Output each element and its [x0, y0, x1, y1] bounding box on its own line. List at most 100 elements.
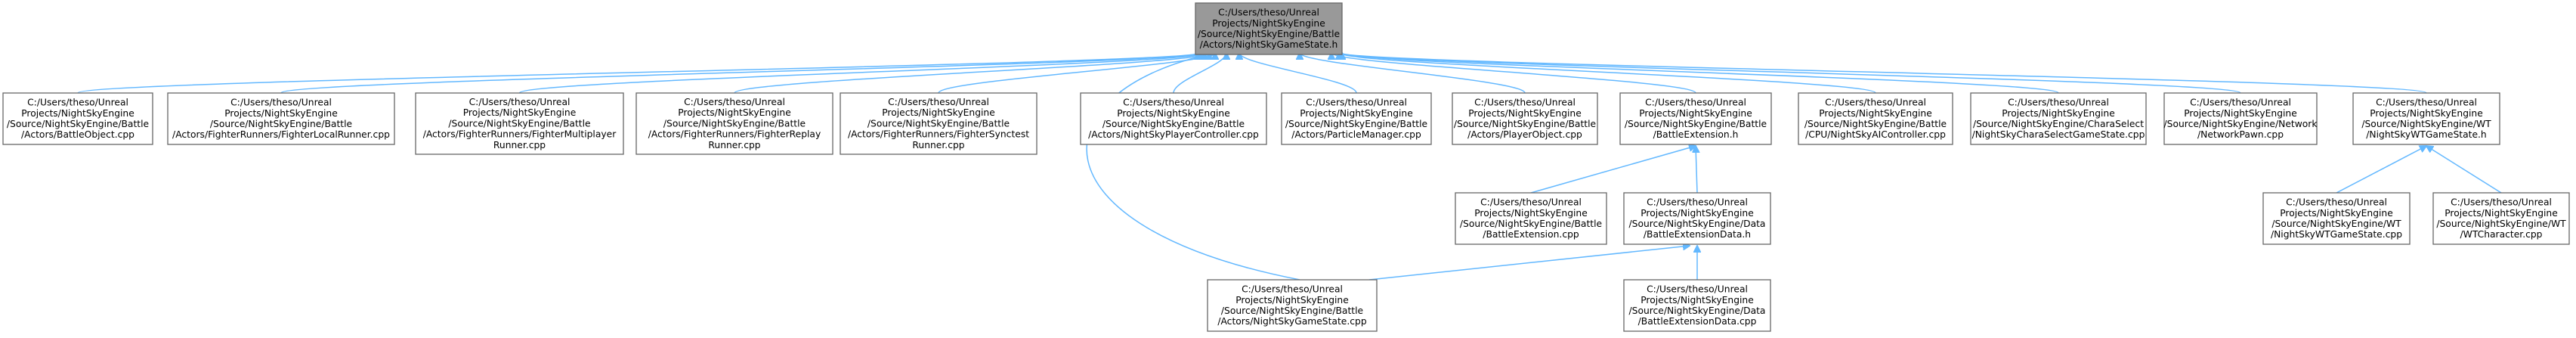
node-label-line: /Source/NightSkyEngine/Battle	[867, 118, 1010, 129]
node-label-line: /Actors/NightSkyGameState.h	[1200, 39, 1338, 50]
edge-n4-to-root	[734, 53, 1209, 94]
node-box	[2352, 92, 2500, 145]
node-label-line: /CPU/NightSkyAIController.cpp	[1805, 129, 1946, 140]
node-label-line: C:/Users/theso/Unreal	[1242, 284, 1343, 295]
node-nightskycharaselectgamestate-source[interactable]: C:/Users/theso/UnrealProjects/NightSkyEn…	[1970, 92, 2147, 145]
node-label-line: C:/Users/theso/Unreal	[2376, 98, 2477, 108]
edge-n10-to-root	[1339, 53, 1876, 94]
node-label-line: /Source/NightSkyEngine/Battle	[1102, 119, 1245, 129]
node-label-line: /Actors/ParticleManager.cpp	[1291, 129, 1421, 140]
node-label-line: Projects/NightSkyEngine	[1639, 108, 1752, 119]
node-label-line: C:/Users/theso/Unreal	[888, 97, 989, 107]
node-box	[1207, 279, 1378, 332]
node-label-line: Projects/NightSkyEngine	[463, 107, 577, 118]
node-nightskywtgamestate-source[interactable]: C:/Users/theso/UnrealProjects/NightSkyEn…	[2262, 192, 2411, 245]
node-box	[1195, 2, 1343, 55]
node-label-line: C:/Users/theso/Unreal	[2190, 98, 2291, 108]
node-label-line: Projects/NightSkyEngine	[2002, 108, 2115, 119]
edge-n3-to-root	[518, 53, 1205, 94]
node-particlemanager-source[interactable]: C:/Users/theso/UnrealProjects/NightSkyEn…	[1281, 92, 1432, 145]
node-box	[167, 92, 395, 145]
node-label-line: /WTCharacter.cpp	[2460, 229, 2543, 240]
node-box	[415, 92, 624, 155]
node-label-line: Runner.cpp	[493, 140, 546, 150]
node-label-line: Projects/NightSkyEngine	[1819, 108, 1932, 119]
edge-layer	[77, 53, 2502, 281]
edge-n12-to-root	[1342, 53, 2241, 94]
node-box	[2, 92, 153, 145]
node-nightskygamestate-source[interactable]: C:/Users/theso/UnrealProjects/NightSkyEn…	[1207, 279, 1378, 332]
node-nightskywtgamestate-header[interactable]: C:/Users/theso/UnrealProjects/NightSkyEn…	[2352, 92, 2500, 145]
node-label-line: /NightSkyCharaSelectGameState.cpp	[1972, 129, 2145, 140]
node-label-line: C:/Users/theso/Unreal	[1306, 98, 1407, 108]
edge-n16-to-n13	[2336, 146, 2426, 194]
node-label-line: C:/Users/theso/Unreal	[2286, 197, 2387, 208]
node-box	[1281, 92, 1432, 145]
node-playerobject-source[interactable]: C:/Users/theso/UnrealProjects/NightSkyEn…	[1452, 92, 1598, 145]
node-label-line: C:/Users/theso/Unreal	[469, 97, 571, 107]
node-runner-source[interactable]: C:/Users/theso/UnrealProjects/NightSkyEn…	[415, 92, 624, 155]
node-box	[1080, 92, 1267, 145]
edge-n11-to-root	[1341, 53, 2059, 94]
node-label-line: Projects/NightSkyEngine	[1474, 208, 1588, 219]
node-nightskyplayercontroller-source[interactable]: C:/Users/theso/UnrealProjects/NightSkyEn…	[1080, 92, 1267, 145]
node-battleextension-source[interactable]: C:/Users/theso/UnrealProjects/NightSkyEn…	[1455, 192, 1607, 245]
node-label-line: C:/Users/theso/Unreal	[1480, 197, 1582, 208]
node-box	[1970, 92, 2147, 145]
node-fighterlocalrunner-source[interactable]: C:/Users/theso/UnrealProjects/NightSkyEn…	[167, 92, 395, 145]
node-label-line: Projects/NightSkyEngine	[1212, 18, 1325, 29]
node-label-line: Projects/NightSkyEngine	[1641, 208, 1754, 219]
node-label-line: /Source/NightSkyEngine/WT	[2436, 219, 2566, 229]
node-box	[840, 92, 1038, 155]
node-label-line: /Source/NightSkyEngine/Battle	[1625, 119, 1767, 129]
node-label-line: Projects/NightSkyEngine	[2445, 208, 2558, 219]
node-label-line: C:/Users/theso/Unreal	[27, 98, 128, 108]
node-label-line: Projects/NightSkyEngine	[678, 107, 791, 118]
edge-n8-to-root	[1300, 53, 1526, 94]
node-label-line: Projects/NightSkyEngine	[1117, 108, 1230, 119]
node-label-line: C:/Users/theso/Unreal	[684, 97, 785, 107]
node-label-line: /Source/NightSkyEngine/Battle	[1804, 119, 1947, 129]
edge-n13-to-root	[1342, 53, 2427, 94]
node-label-line: C:/Users/theso/Unreal	[1825, 98, 1926, 108]
node-label-line: /Source/NightSkyEngine/Battle	[448, 118, 590, 129]
node-label-line: Runner.cpp	[912, 140, 964, 150]
node-label-line: Projects/NightSkyEngine	[882, 107, 995, 118]
node-label-line: Projects/NightSkyEngine	[2184, 108, 2297, 119]
node-label-line: C:/Users/theso/Unreal	[2451, 197, 2552, 208]
edge-n15-to-n9	[1696, 146, 1697, 194]
edge-n2-to-root	[280, 53, 1201, 94]
node-label-line: /NightSkyWTGameState.h	[2366, 129, 2486, 140]
edge-n6-to-root	[1173, 53, 1226, 94]
edge-n5-to-root	[938, 53, 1215, 94]
node-box	[2163, 92, 2318, 145]
node-label-line: /Actors/FighterRunners/FighterMultiplaye…	[423, 129, 617, 140]
node-label-line: /NetworkPawn.cpp	[2197, 129, 2284, 140]
edge-n14-to-n9	[1530, 146, 1696, 194]
node-label-line: /BattleExtensionData.h	[1644, 229, 1751, 240]
node-label-line: /BattleExtension.cpp	[1483, 229, 1579, 240]
node-label-line: /Actors/PlayerObject.cpp	[1467, 129, 1582, 140]
node-battleextension-header[interactable]: C:/Users/theso/UnrealProjects/NightSkyEn…	[1619, 92, 1772, 145]
node-label-line: /Source/NightSkyEngine/Battle	[7, 119, 149, 129]
node-battleextensiondata-source[interactable]: C:/Users/theso/UnrealProjects/NightSkyEn…	[1623, 279, 1771, 332]
node-layer: C:/Users/theso/UnrealProjects/NightSkyEn…	[2, 2, 2570, 332]
node-label-line: Projects/NightSkyEngine	[1468, 108, 1582, 119]
node-label-line: /Source/NightSkyEngine/Battle	[210, 119, 352, 129]
node-runner-source[interactable]: C:/Users/theso/UnrealProjects/NightSkyEn…	[840, 92, 1038, 155]
node-runner-source[interactable]: C:/Users/theso/UnrealProjects/NightSkyEn…	[635, 92, 833, 155]
node-label-line: C:/Users/theso/Unreal	[1647, 284, 1748, 295]
node-nightskygamestate-header-root[interactable]: C:/Users/theso/UnrealProjects/NightSkyEn…	[1195, 2, 1343, 55]
node-battleobject-source[interactable]: C:/Users/theso/UnrealProjects/NightSkyEn…	[2, 92, 153, 145]
node-label-line: Projects/NightSkyEngine	[2370, 108, 2483, 119]
node-wtcharacter-source[interactable]: C:/Users/theso/UnrealProjects/NightSkyEn…	[2432, 192, 2570, 245]
node-label-line: /Source/NightSkyEngine/CharaSelect	[1973, 119, 2144, 129]
node-label-line: Projects/NightSkyEngine	[1235, 295, 1349, 305]
node-nightskyaicontroller-source[interactable]: C:/Users/theso/UnrealProjects/NightSkyEn…	[1798, 92, 1953, 145]
node-label-line: Projects/NightSkyEngine	[1641, 295, 1754, 305]
node-networkpawn-source[interactable]: C:/Users/theso/UnrealProjects/NightSkyEn…	[2163, 92, 2318, 145]
node-label-line: C:/Users/theso/Unreal	[1474, 98, 1576, 108]
node-battleextensiondata-header[interactable]: C:/Users/theso/UnrealProjects/NightSkyEn…	[1623, 192, 1771, 245]
node-label-line: /Actors/FighterRunners/FighterSynctest	[848, 129, 1029, 140]
